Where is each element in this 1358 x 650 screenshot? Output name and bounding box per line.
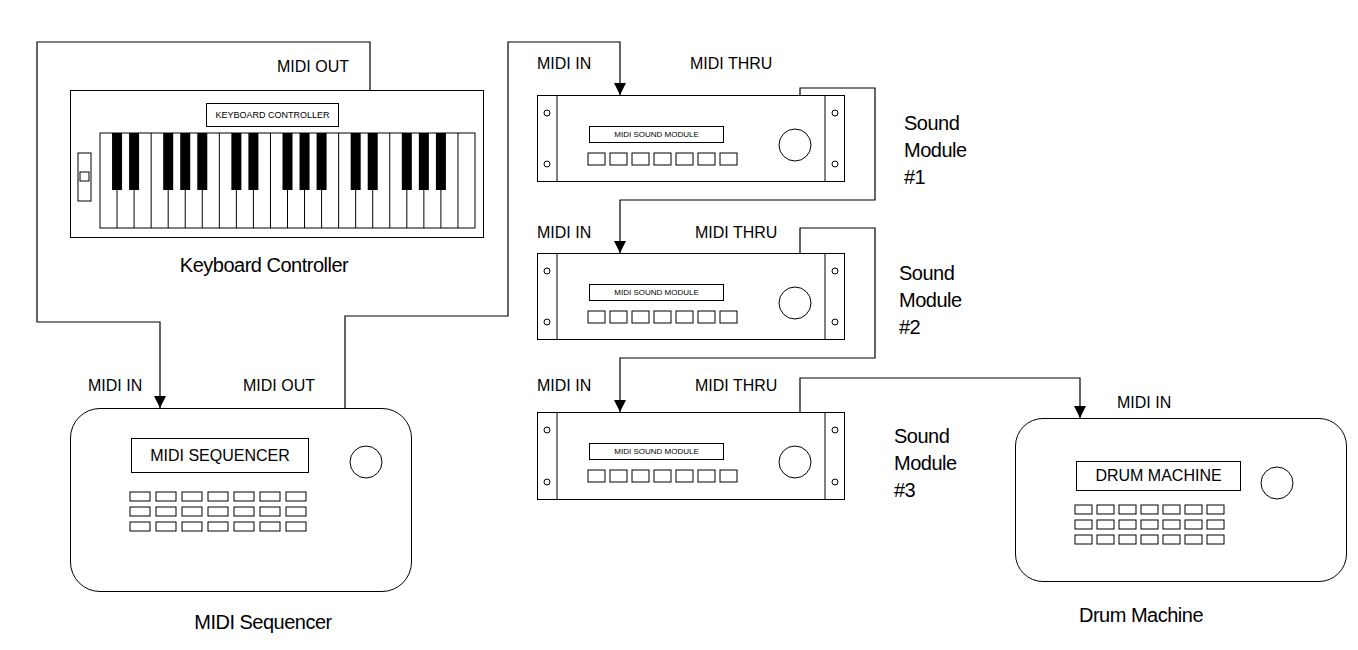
device-caption: Sound Module #2 <box>899 260 979 341</box>
display-label: KEYBOARD CONTROLLER <box>206 103 339 127</box>
device-caption: Sound Module #3 <box>894 423 974 504</box>
display-label: MIDI SOUND MODULE <box>589 126 724 143</box>
port-label: MIDI IN <box>1117 394 1171 411</box>
display-label: MIDI SOUND MODULE <box>589 284 724 301</box>
midi-cable <box>620 228 875 412</box>
sound-module: MIDI SOUND MODULESound Module #3 <box>537 412 845 500</box>
drum-machine: DRUM MACHINEDrum Machine <box>1015 418 1347 582</box>
port-label: MIDI THRU <box>695 377 777 394</box>
port-label: MIDI THRU <box>695 224 777 241</box>
port-label: MIDI IN <box>537 377 591 394</box>
device-illustration <box>1015 418 1347 582</box>
device-illustration <box>70 408 412 592</box>
port-label: MIDI IN <box>88 377 142 394</box>
keyboard-controller: KEYBOARD CONTROLLERKeyboard Controller <box>70 90 484 238</box>
sound-module: MIDI SOUND MODULESound Module #2 <box>537 253 845 340</box>
device-caption: MIDI Sequencer <box>153 611 373 634</box>
port-label: MIDI OUT <box>277 58 349 75</box>
display-label: DRUM MACHINE <box>1076 461 1241 491</box>
sound-module: MIDI SOUND MODULESound Module #1 <box>537 95 845 182</box>
display-label: MIDI SOUND MODULE <box>589 443 724 460</box>
device-caption: Keyboard Controller <box>154 254 374 277</box>
device-caption: Drum Machine <box>1056 604 1226 627</box>
midi-sequencer: MIDI SEQUENCERMIDI Sequencer <box>70 408 412 592</box>
port-label: MIDI OUT <box>243 377 315 394</box>
device-caption: Sound Module #1 <box>904 110 984 191</box>
port-label: MIDI IN <box>537 224 591 241</box>
port-label: MIDI IN <box>537 55 591 72</box>
display-label: MIDI SEQUENCER <box>131 438 309 473</box>
port-label: MIDI THRU <box>690 55 772 72</box>
